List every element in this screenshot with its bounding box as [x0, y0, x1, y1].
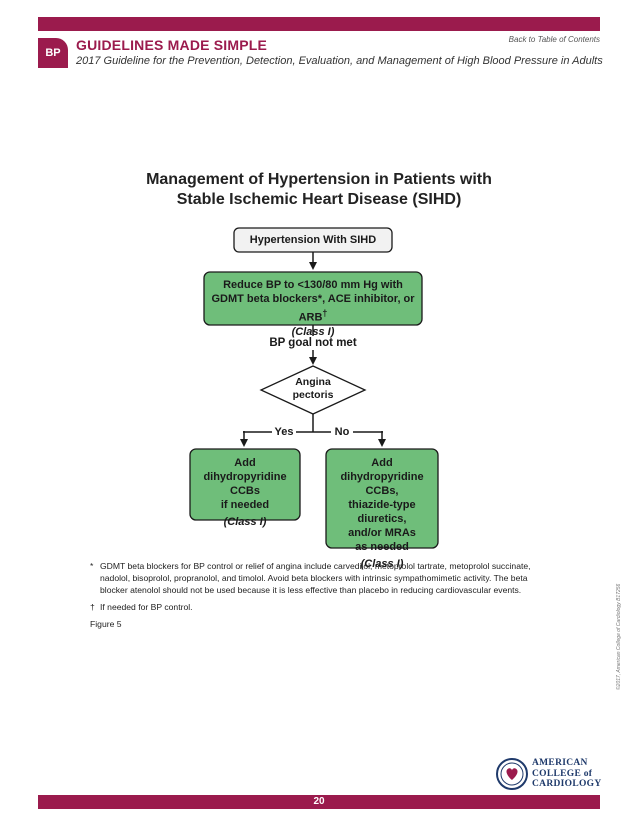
footnote-star-text: GDMT beta blockers for BP control or rel… [100, 561, 531, 595]
header-title: GUIDELINES MADE SIMPLE [76, 37, 268, 53]
no-line5: as needed [355, 541, 409, 553]
figure-title-line1: Management of Hypertension in Patients w… [146, 171, 492, 188]
treat-line2: GDMT beta blockers*, ACE inhibitor, or A… [211, 293, 415, 324]
no-line3: thiazide-type diuretics, [348, 499, 416, 525]
footnote-dagger: † If needed for BP control. [90, 601, 550, 613]
decision-text: Angina pectoris [273, 376, 353, 402]
header-subtitle: 2017 Guideline for the Prevention, Detec… [76, 55, 603, 67]
acc-logo: AMERICAN COLLEGE of CARDIOLOGY [496, 756, 606, 792]
back-to-toc-link[interactable]: Back to Table of Contents [508, 35, 600, 44]
no-box [325, 448, 439, 549]
bp-badge: BP [38, 38, 68, 68]
acc-seal-icon [496, 758, 528, 790]
footnote-star-mark: * [90, 561, 94, 571]
no-line2: dihydropyridine CCBs, [340, 471, 424, 497]
start-box-label: Hypertension With SIHD [249, 234, 377, 246]
decision-line2: pectoris [292, 389, 334, 401]
goal-label: BP goal not met [269, 337, 357, 349]
yes-box [189, 448, 301, 521]
acc-line1: AMERICAN [532, 758, 588, 768]
figure-title-line2: Stable Ischemic Heart Disease (SIHD) [176, 191, 462, 208]
treat-box-text: Reduce BP to <130/80 mm Hg with GDMT bet… [204, 278, 422, 339]
acc-line3: CARDIOLOGY [532, 779, 602, 789]
yes-box-text: Add dihydropyridine CCBs if needed (Clas… [190, 456, 300, 529]
top-bar [38, 17, 600, 31]
no-label: No [334, 426, 350, 438]
treat-line2-wrap: GDMT beta blockers*, ACE inhibitor, or A… [204, 292, 422, 325]
no-class: (Class I) [360, 558, 404, 570]
footnote-dagger-mark: † [90, 602, 95, 612]
decision-line1: Angina [295, 376, 331, 388]
figure-title: Management of Hypertension in Patients w… [119, 170, 519, 210]
footnote-dagger-text: If needed for BP control. [100, 602, 193, 612]
yes-line3: if needed [220, 499, 270, 511]
footnotes: * GDMT beta blockers for BP control or r… [90, 560, 550, 630]
acc-line2: COLLEGE of [532, 768, 593, 779]
treat-class: (Class I) [291, 325, 335, 338]
dagger-mark: † [322, 308, 328, 318]
yes-class: (Class I) [223, 516, 267, 528]
treat-line1: Reduce BP to <130/80 mm Hg with [223, 279, 403, 291]
no-line4: and/or MRAs [348, 527, 416, 539]
yes-line2: dihydropyridine CCBs [203, 471, 287, 497]
yes-label: Yes [274, 426, 294, 438]
footnote-star: * GDMT beta blockers for BP control or r… [90, 560, 550, 596]
no-box-text: Add dihydropyridine CCBs, thiazide-type … [326, 456, 438, 571]
acc-logo-text: AMERICAN COLLEGE of CARDIOLOGY [532, 758, 602, 790]
figure-label: Figure 5 [90, 619, 122, 629]
no-line1: Add [371, 457, 393, 469]
yes-line1: Add [234, 457, 256, 469]
copyright-text: ©2017, American College of Cardiology B1… [616, 583, 622, 690]
page-number: 20 [38, 795, 600, 809]
